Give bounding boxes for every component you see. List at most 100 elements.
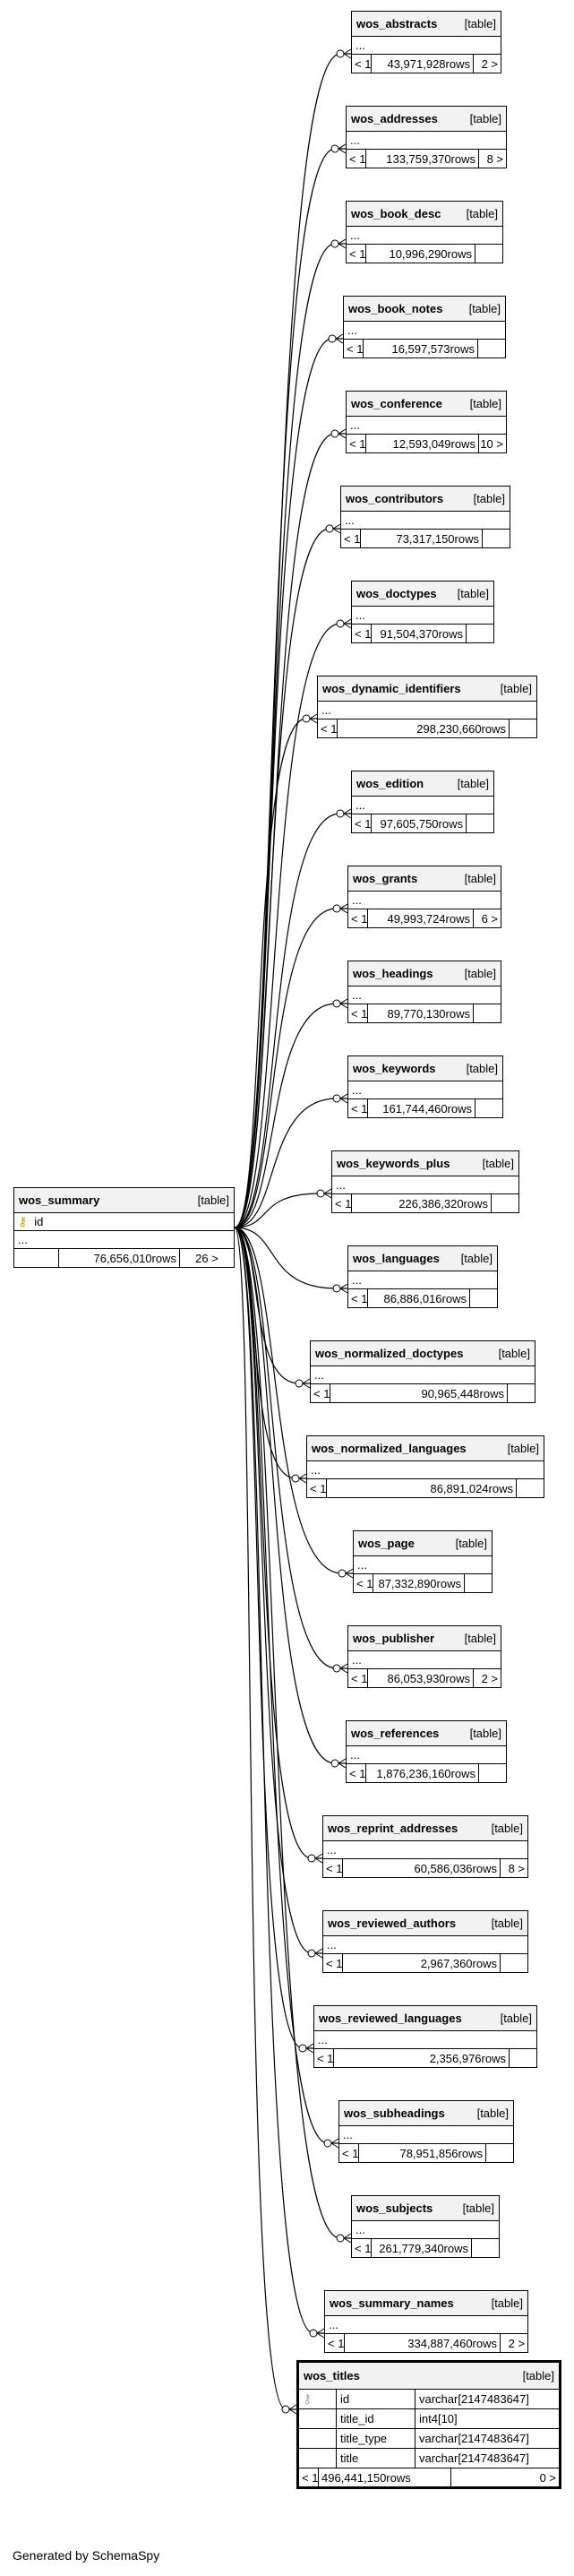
- crow-foot-marker: [339, 1663, 348, 1674]
- row-count: 2,967,360 rows: [343, 1954, 501, 1972]
- row-count: 334,887,460 rows: [345, 2334, 501, 2352]
- table-kind: [table]: [476, 2106, 509, 2120]
- table-kind: [table]: [469, 397, 501, 410]
- crow-foot-marker: [288, 2404, 297, 2415]
- column-name: id: [34, 1215, 44, 1228]
- zero-or-many-marker: [336, 49, 345, 58]
- row-count: 43,971,928 rows: [372, 55, 474, 73]
- crow-foot-marker: [338, 1758, 347, 1769]
- relationship-line: [234, 908, 347, 1228]
- parents-count: < 1: [352, 55, 372, 73]
- zero-or-many-marker: [332, 1284, 341, 1293]
- table-kind: [table]: [498, 1347, 530, 1360]
- table-kind: [table]: [457, 587, 489, 600]
- crow-foot-marker: [314, 1948, 323, 1959]
- table-name: wos_keywords: [353, 1062, 436, 1075]
- primary-key-icon: ⚷: [18, 1214, 28, 1228]
- more-columns: ...: [347, 227, 502, 245]
- zero-or-many-marker: [328, 334, 337, 343]
- table-name: wos_normalized_doctypes: [315, 1347, 464, 1360]
- children-count: 8 >: [508, 1861, 525, 1875]
- children-count: [478, 340, 505, 358]
- foreign-key-icon: ⚷: [303, 2391, 313, 2406]
- table-footer: 76,656,010 rows 26 >: [14, 1249, 234, 1267]
- table-name: wos_languages: [353, 1252, 440, 1265]
- parents-count: < 1: [347, 150, 366, 168]
- row-count: 91,504,370 rows: [372, 625, 467, 642]
- row-count: 86,891,024 rows: [327, 1479, 517, 1497]
- more-columns: ...: [347, 1746, 506, 1764]
- zero-or-many-marker: [298, 2044, 307, 2053]
- parents-count: < 1: [299, 2468, 319, 2486]
- parents-count: < 1: [344, 340, 364, 358]
- table-kind: [table]: [482, 1157, 514, 1170]
- table-header: wos_normalized_languages[table]: [307, 1436, 544, 1461]
- table-name: wos_normalized_languages: [312, 1442, 467, 1455]
- children-count: [508, 1384, 535, 1402]
- table-kind: [table]: [460, 1252, 493, 1265]
- table-kind: [table]: [491, 2296, 523, 2310]
- more-columns: ...: [339, 2126, 513, 2144]
- zero-or-many-marker: [336, 809, 345, 818]
- crow-foot-marker: [332, 523, 341, 534]
- table-name: wos_reprint_addresses: [328, 1822, 458, 1835]
- table-wos-summary[interactable]: wos_summary [table] ⚷ id ... 76,656,010 …: [13, 1187, 235, 1268]
- table-name: wos_doctypes: [356, 587, 437, 600]
- parents-count: < 1: [332, 1194, 352, 1212]
- table-header: wos_book_notes[table]: [344, 297, 505, 322]
- table-name: wos_summary: [19, 1193, 100, 1207]
- parents-count: < 1: [348, 1669, 368, 1687]
- more-columns: ...: [332, 1176, 518, 1194]
- children-count: [510, 719, 536, 737]
- zero-or-many-marker: [302, 714, 311, 723]
- crow-foot-marker: [338, 428, 347, 439]
- table-name: wos_reviewed_authors: [328, 1917, 457, 1930]
- relationship-line: [234, 1227, 324, 2334]
- crow-foot-marker: [302, 1378, 311, 1389]
- more-columns: ...: [348, 1651, 501, 1669]
- children-count: [475, 245, 502, 263]
- parents-count: < 1: [348, 1289, 368, 1307]
- crow-foot-marker: [345, 1568, 354, 1579]
- table-header: wos_summary [table]: [14, 1188, 234, 1213]
- row-count: 298,230,660 rows: [338, 719, 510, 737]
- children-count: [467, 814, 493, 832]
- table-header: wos_headings[table]: [348, 961, 501, 986]
- crow-foot-marker: [323, 1188, 332, 1199]
- zero-or-many-marker: [309, 2329, 318, 2338]
- zero-or-many-marker: [338, 1569, 347, 1578]
